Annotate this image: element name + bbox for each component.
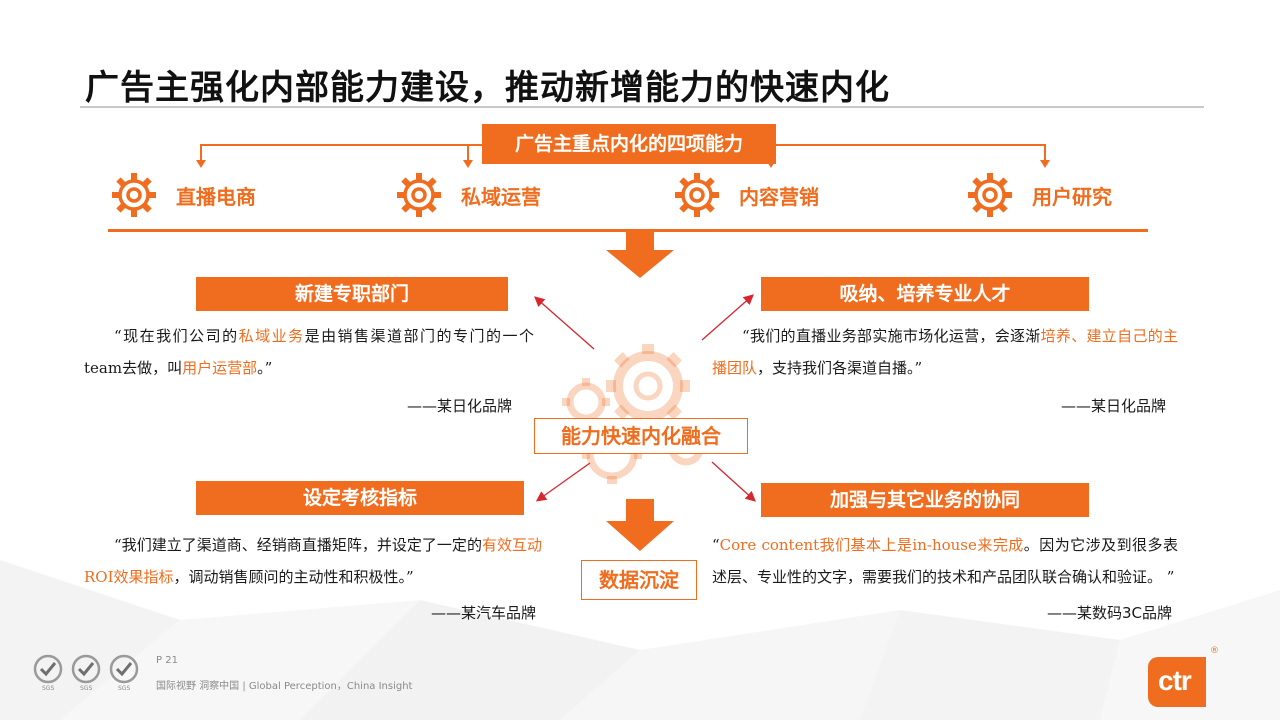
quote-kpi: “我们建立了渠道商、经销商直播矩阵，并设定了一定的有效互动ROI效果指标，调动销… [84,536,542,586]
down-arrow-icon [606,499,674,551]
gear-icon [397,173,441,217]
connector-arrow-4 [1040,160,1050,168]
attribution-digital-3c: ——某数码3C品牌 [1046,604,1172,622]
section-title-collaboration: 加强与其它业务的协同 [761,483,1089,517]
connector-drop-2 [467,144,469,162]
capability-label: 用户研究 [1032,184,1112,209]
connector-drop-4 [1044,144,1046,162]
connector-arrow-2 [463,160,473,168]
gear-icon [675,173,719,217]
badge-label: SGS [42,685,54,692]
connector-right [776,144,1046,146]
section-title-talent: 吸纳、培养专业人才 [761,277,1089,311]
capability-content-marketing: 内容营销 [673,170,819,220]
badge-label: SGS [80,685,92,692]
footer-tagline: 国际视野 洞察中国 | Global Perception，China Insi… [156,681,413,692]
data-accumulation-label: 数据沉淀 [581,560,697,600]
quote-collaboration: “Core content我们基本上是in-house来完成。因为它涉及到很多表… [712,536,1178,586]
badge-label: SGS [118,685,130,692]
registered-mark: ® [1210,646,1219,656]
attribution-daily-chem-2: ——某日化品牌 [1060,397,1166,415]
quote-new-department: “现在我们公司的私域业务是由销售渠道部门的专门的一个team去做，叫用户运营部。… [84,327,534,377]
page-title: 广告主强化内部能力建设，推动新增能力的快速内化 [85,68,890,108]
capability-private-domain: 私域运营 [395,170,541,220]
down-arrow-icon [606,232,674,278]
integration-label: 能力快速内化融合 [534,418,748,454]
connector-drop-1 [200,144,202,162]
capabilities-title: 广告主重点内化的四项能力 [482,124,776,164]
attribution-auto: ——某汽车品牌 [430,604,536,622]
section-title-kpi: 设定考核指标 [196,481,524,515]
capability-livestream-ecommerce: 直播电商 [110,170,256,220]
ctr-logo: ctr [1148,657,1206,707]
connector-arrow-1 [196,160,206,168]
certification-badges: SGS SGS SGS [33,654,139,692]
capability-user-research: 用户研究 [966,170,1112,220]
gear-icon [968,173,1012,217]
capabilities-underline [108,229,1148,232]
capability-label: 直播电商 [176,184,256,209]
section-title-new-department: 新建专职部门 [196,277,508,311]
attribution-daily-chem-1: ——某日化品牌 [406,397,512,415]
connector-drop-3 [770,144,772,162]
title-divider [80,106,1204,108]
connector-arrow-3 [766,160,776,168]
gear-icon [112,173,156,217]
connector-left [200,144,482,146]
capability-label: 私域运营 [461,184,541,209]
quote-talent: “我们的直播业务部实施市场化运营，会逐渐培养、建立自己的主播团队，支持我们各渠道… [712,327,1178,377]
capability-label: 内容营销 [739,184,819,209]
page-number: P 21 [156,655,178,666]
